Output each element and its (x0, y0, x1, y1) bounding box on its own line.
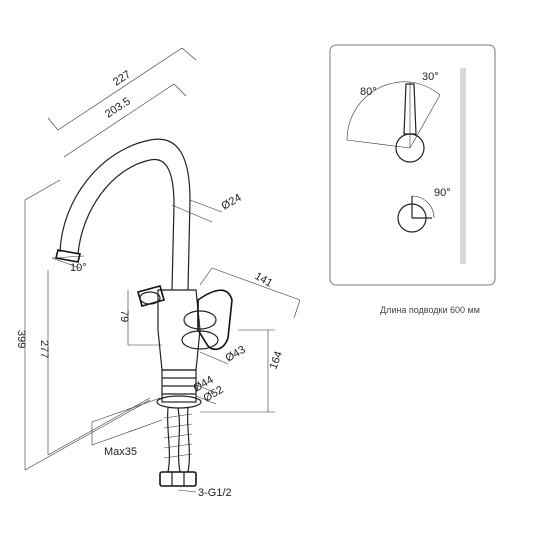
height-399-dimension: 399 (15, 179, 151, 471)
width-203-label: 203.5 (103, 95, 133, 120)
hose-length-caption: Длина подводки 600 мм (380, 305, 480, 315)
width-203-dimension: 203.5 (63, 83, 187, 158)
base-height-label: 164 (268, 350, 286, 371)
reach-141-label: 141 (253, 270, 275, 290)
connection-label: 3-G1/2 (198, 487, 232, 499)
handle-79-dimension: 79 (118, 290, 162, 346)
handle-rotation-diagram: 80° 30° (346, 71, 441, 163)
max-thickness-dimension: Max35 (91, 397, 163, 458)
spout-diameter-label: Ø24 (220, 192, 244, 213)
connection-callout: 3-G1/2 (177, 487, 232, 499)
width-227-dimension: 227 (47, 47, 197, 131)
filter-rotation-diagram: 90° (397, 187, 451, 233)
angle-90-label: 90° (434, 187, 451, 199)
angle-30-label: 30° (422, 71, 439, 83)
height-277-dimension: 277 (38, 270, 151, 456)
base-height-dimension: 164 (200, 329, 286, 413)
rotation-panel: 80° 30° 90° (329, 44, 496, 286)
body-diameter-label: Ø43 (224, 344, 248, 365)
height-399-label: 399 (15, 330, 27, 348)
angle-80-label: 80° (360, 86, 377, 98)
height-277-label: 277 (38, 340, 50, 358)
spout-angle-label: 10° (70, 262, 87, 274)
handle-79-label: 79 (118, 310, 130, 322)
reach-141-dimension: 141 (199, 267, 301, 319)
scale-bar (460, 68, 466, 264)
width-227-label: 227 (111, 68, 133, 88)
body-diameter-dimension: Ø43 (199, 344, 248, 365)
faucet-body: 10° Ø24 (51, 138, 244, 487)
max-thickness-label: Max35 (104, 446, 137, 458)
